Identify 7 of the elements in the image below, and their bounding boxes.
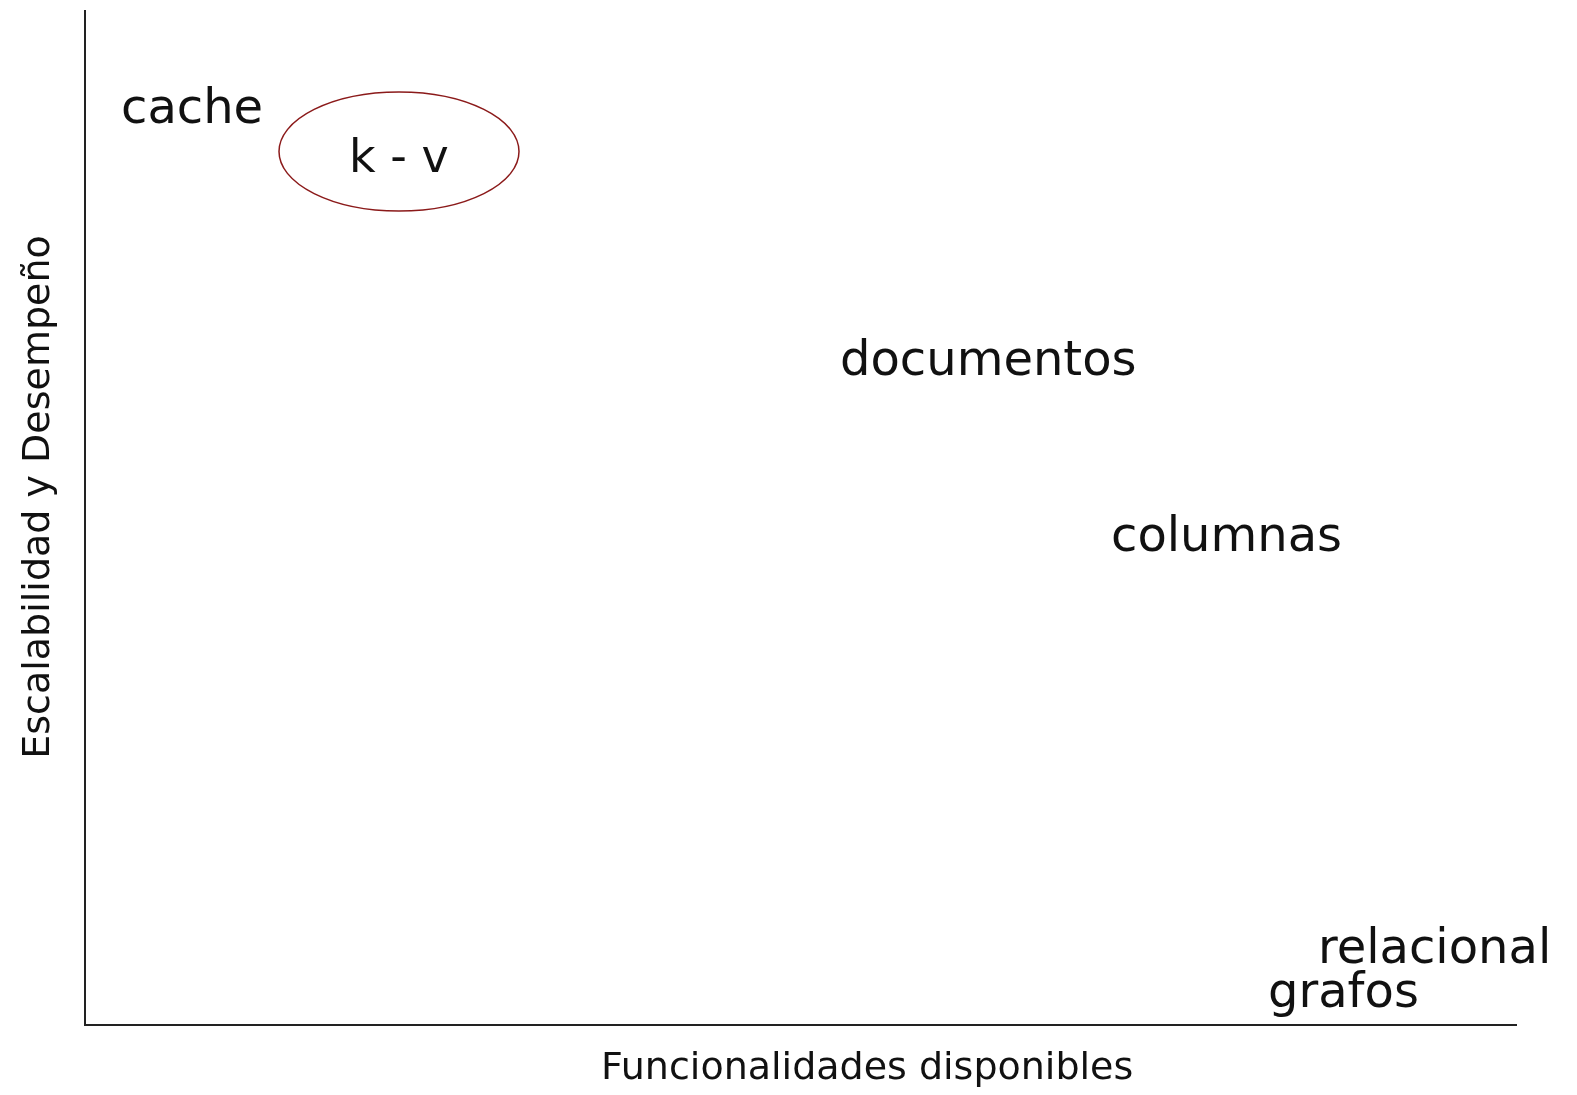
category-label: columnas bbox=[1111, 510, 1343, 558]
category-label: relacional bbox=[1318, 922, 1552, 970]
axis-title: Escalabilidad y Desempeño bbox=[16, 235, 55, 759]
axis-title: Funcionalidades disponibles bbox=[601, 1047, 1134, 1085]
category-label: documentos bbox=[840, 334, 1137, 382]
category-label: k - v bbox=[349, 132, 449, 179]
category-label: cache bbox=[121, 82, 264, 130]
